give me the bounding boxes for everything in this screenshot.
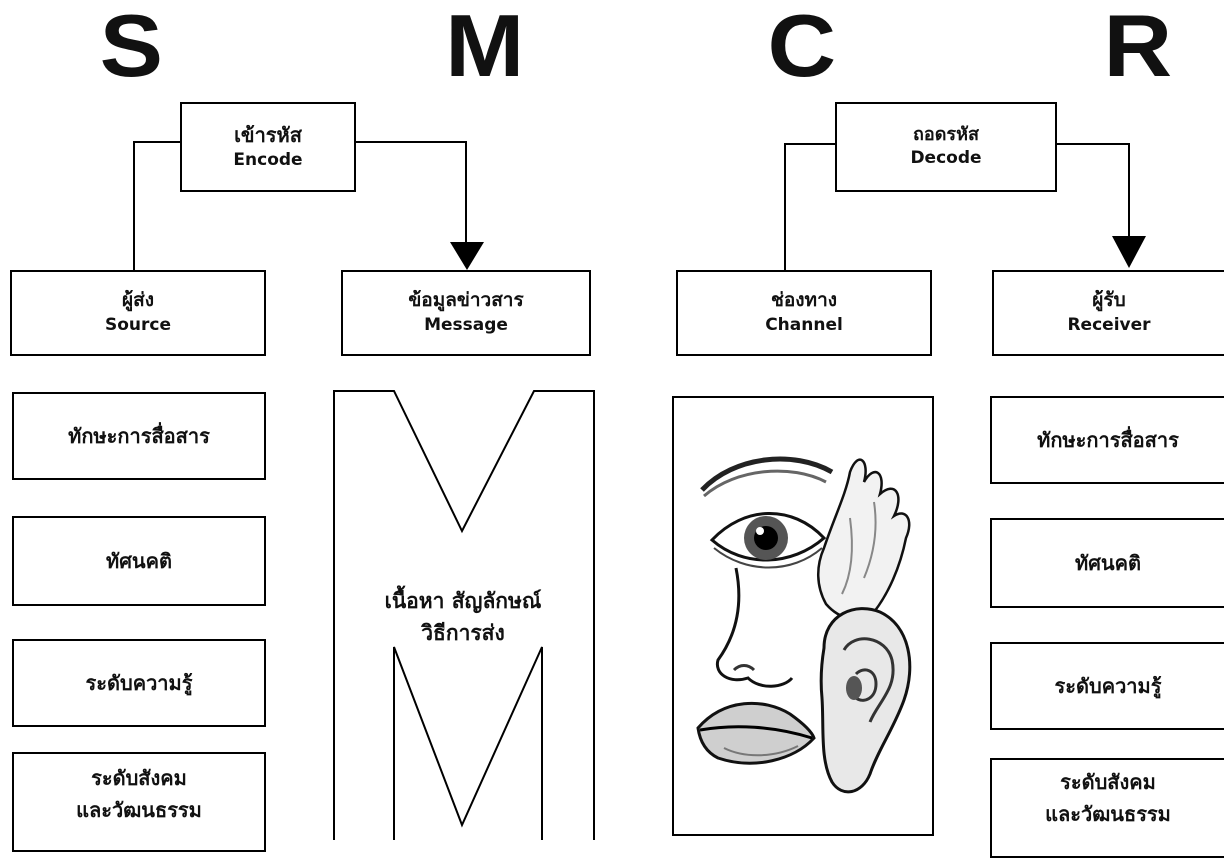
receiver-item-label: และวัฒนธรรม: [1045, 802, 1171, 826]
source-item-label: ระดับสังคม: [91, 766, 187, 790]
senses-illustration: [696, 456, 912, 794]
encode-english-label: Encode: [233, 149, 303, 170]
source-item-label: และวัฒนธรรม: [76, 798, 202, 822]
source-header-box: ผู้ส่ง Source: [10, 270, 266, 356]
channel-english-label: Channel: [765, 314, 843, 335]
source-item-label: ทักษะการสื่อสาร: [68, 423, 210, 448]
receiver-arrow-head: [1112, 236, 1146, 268]
message-english-label: Message: [424, 314, 508, 335]
decode-box: ถอดรหัส Decode: [835, 102, 1057, 192]
source-item-label: ทัศนคติ: [106, 548, 172, 573]
receiver-thai-label: ผู้รับ: [1092, 289, 1126, 312]
encode-to-source-line: [133, 141, 180, 270]
eyebrow-icon: [700, 456, 834, 492]
receiver-english-label: Receiver: [1067, 314, 1151, 335]
letter-m: M: [445, 0, 525, 95]
receiver-header-box: ผู้รับ Receiver: [992, 270, 1224, 356]
source-item-box: ทัศนคติ: [12, 516, 266, 606]
encode-box: เข้ารหัส Encode: [180, 102, 356, 192]
message-content-text: เนื้อหา สัญลักษณ์ วิธีการส่ง: [336, 586, 590, 649]
connector-lines: [133, 141, 1146, 270]
message-frame: [333, 390, 595, 840]
source-item-label: ระดับความรู้: [85, 670, 193, 695]
receiver-item-box: ระดับสังคม และวัฒนธรรม: [990, 758, 1224, 858]
letter-r: R: [1103, 0, 1173, 95]
source-english-label: Source: [104, 314, 172, 335]
encode-thai-label: เข้ารหัส: [234, 122, 302, 147]
message-thai-label: ข้อมูลข่าวสาร: [408, 289, 524, 312]
decode-english-label: Decode: [910, 148, 982, 169]
channel-header-box: ช่องทาง Channel: [676, 270, 932, 356]
message-content-line-1: เนื้อหา สัญลักษณ์: [384, 589, 542, 613]
receiver-item-box: ระดับความรู้: [990, 642, 1224, 730]
eye-icon: [709, 512, 827, 569]
hand-icon: [817, 458, 911, 621]
letter-c: C: [767, 0, 837, 95]
source-item-box: ทักษะการสื่อสาร: [12, 392, 266, 480]
decode-to-channel-line: [784, 143, 835, 270]
ear-icon: [819, 607, 912, 794]
source-item-box: ระดับความรู้: [12, 639, 266, 727]
receiver-item-label: ทัศนคติ: [1075, 550, 1141, 575]
channel-thai-label: ช่องทาง: [770, 289, 838, 312]
receiver-item-box: ทักษะการสื่อสาร: [990, 396, 1224, 484]
source-item-box: ระดับสังคม และวัฒนธรรม: [12, 752, 266, 852]
channel-picture-box: [672, 396, 934, 836]
receiver-item-label: ระดับสังคม: [1060, 770, 1156, 794]
encode-to-message-line: [354, 141, 467, 246]
receiver-item-label: ทักษะการสื่อสาร: [1037, 427, 1179, 452]
message-content-line-2: วิธีการส่ง: [421, 620, 505, 645]
message-header-box: ข้อมูลข่าวสาร Message: [341, 270, 591, 356]
message-m-graphic: [333, 390, 595, 840]
decode-to-receiver-line: [1056, 143, 1130, 240]
source-thai-label: ผู้ส่ง: [121, 289, 154, 312]
message-arrow-head: [450, 242, 484, 270]
receiver-item-label: ระดับความรู้: [1054, 673, 1162, 698]
receiver-item-box: ทัศนคติ: [990, 518, 1224, 608]
decode-thai-label: ถอดรหัส: [913, 123, 979, 145]
letter-s: S: [99, 0, 164, 95]
mouth-icon: [696, 701, 816, 765]
nose-icon: [715, 567, 794, 688]
message-m-shape: [393, 646, 543, 840]
